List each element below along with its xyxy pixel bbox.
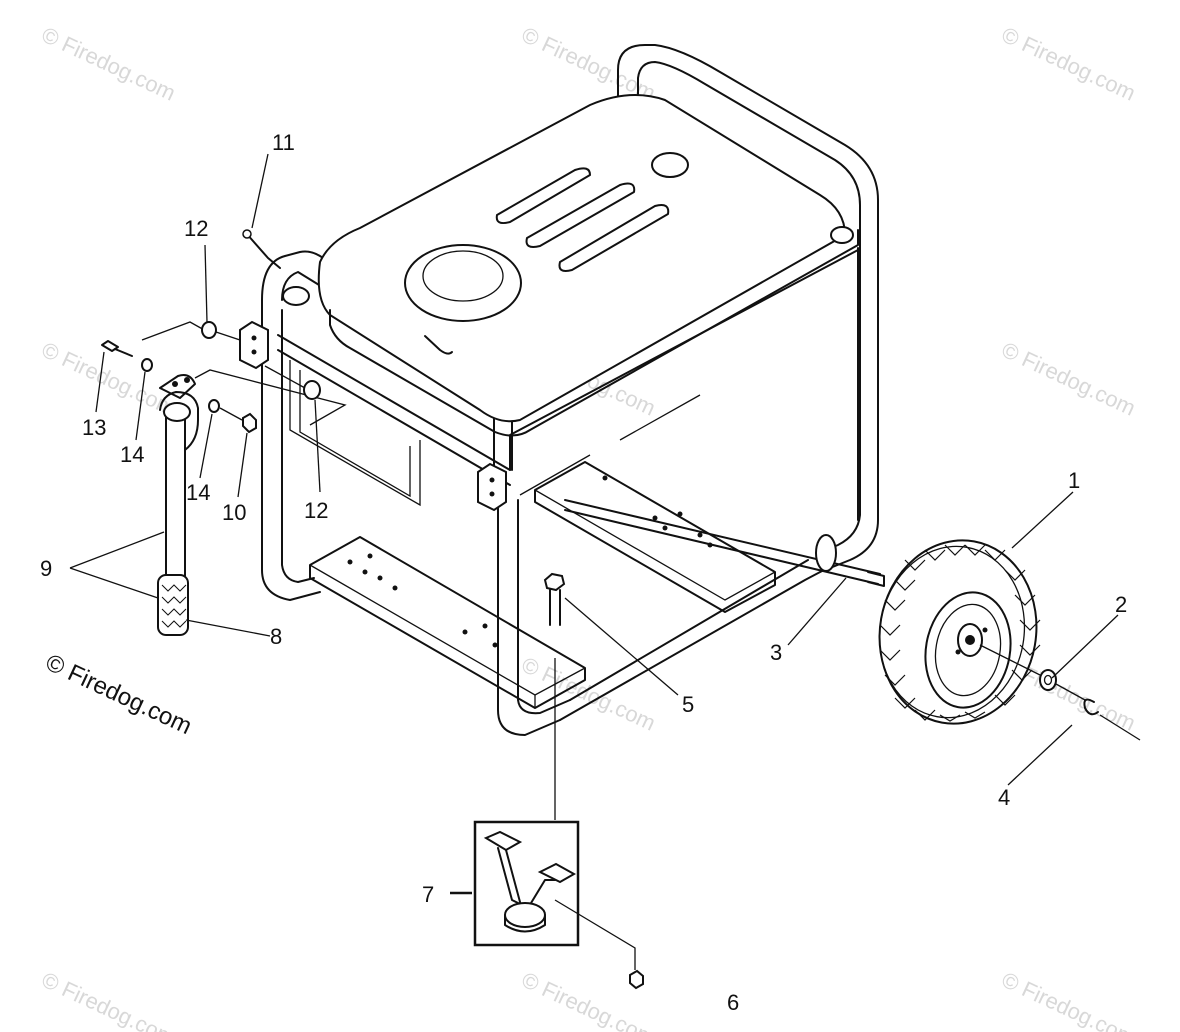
- watermark: © Firedog.com: [998, 22, 1140, 106]
- credit-watermark: © Firedog.com: [41, 649, 195, 740]
- handle-brackets: [141, 320, 507, 512]
- fuel-gauge: [651, 152, 689, 178]
- watermark: © Firedog.com: [998, 337, 1140, 421]
- callout-13: 13: [82, 415, 106, 440]
- retaining-clip: [1083, 698, 1099, 716]
- tire-tread: [879, 544, 1041, 722]
- watermark: © Firedog.com: [518, 652, 660, 736]
- watermark: © Firedog.com: [38, 967, 180, 1032]
- callout-14-right: 14: [186, 480, 210, 505]
- callout-11: 11: [272, 130, 295, 155]
- callout-4: 4: [998, 785, 1010, 810]
- callout-12-panel: 12: [304, 498, 328, 523]
- axle: [564, 499, 885, 587]
- callout-12-top: 12: [184, 216, 208, 241]
- callout-7: 7: [422, 882, 434, 907]
- callout-8: 8: [270, 624, 282, 649]
- hardware: [101, 229, 644, 990]
- callout-3: 3: [770, 640, 782, 665]
- alternator-box: [519, 394, 701, 496]
- axle-collar: [815, 534, 837, 572]
- watermark: © Firedog.com: [38, 22, 180, 106]
- cross-members: [309, 461, 776, 709]
- callout-labels: 1 2 3 4 5 6 7 8 9 10 11 12 12 13 14 14: [40, 130, 1127, 1015]
- callout-10: 10: [222, 500, 246, 525]
- callout-1: 1: [1068, 468, 1080, 493]
- callout-14-left: 14: [120, 442, 144, 467]
- foot-detail: [450, 820, 636, 970]
- leader-lines: [69, 153, 1119, 786]
- side-panel: [277, 247, 859, 521]
- callout-6: 6: [727, 990, 739, 1015]
- handle-grip: [157, 574, 189, 636]
- fuel-tank: [282, 94, 859, 437]
- callout-2: 2: [1115, 592, 1127, 617]
- fuel-cap: [404, 244, 522, 322]
- washer: [1039, 669, 1057, 691]
- handle: [157, 374, 199, 636]
- callout-9: 9: [40, 556, 52, 581]
- watermark: © Firedog.com: [998, 967, 1140, 1032]
- mounting-holes: [347, 475, 713, 648]
- wheel: [878, 539, 1041, 725]
- callout-5: 5: [682, 692, 694, 717]
